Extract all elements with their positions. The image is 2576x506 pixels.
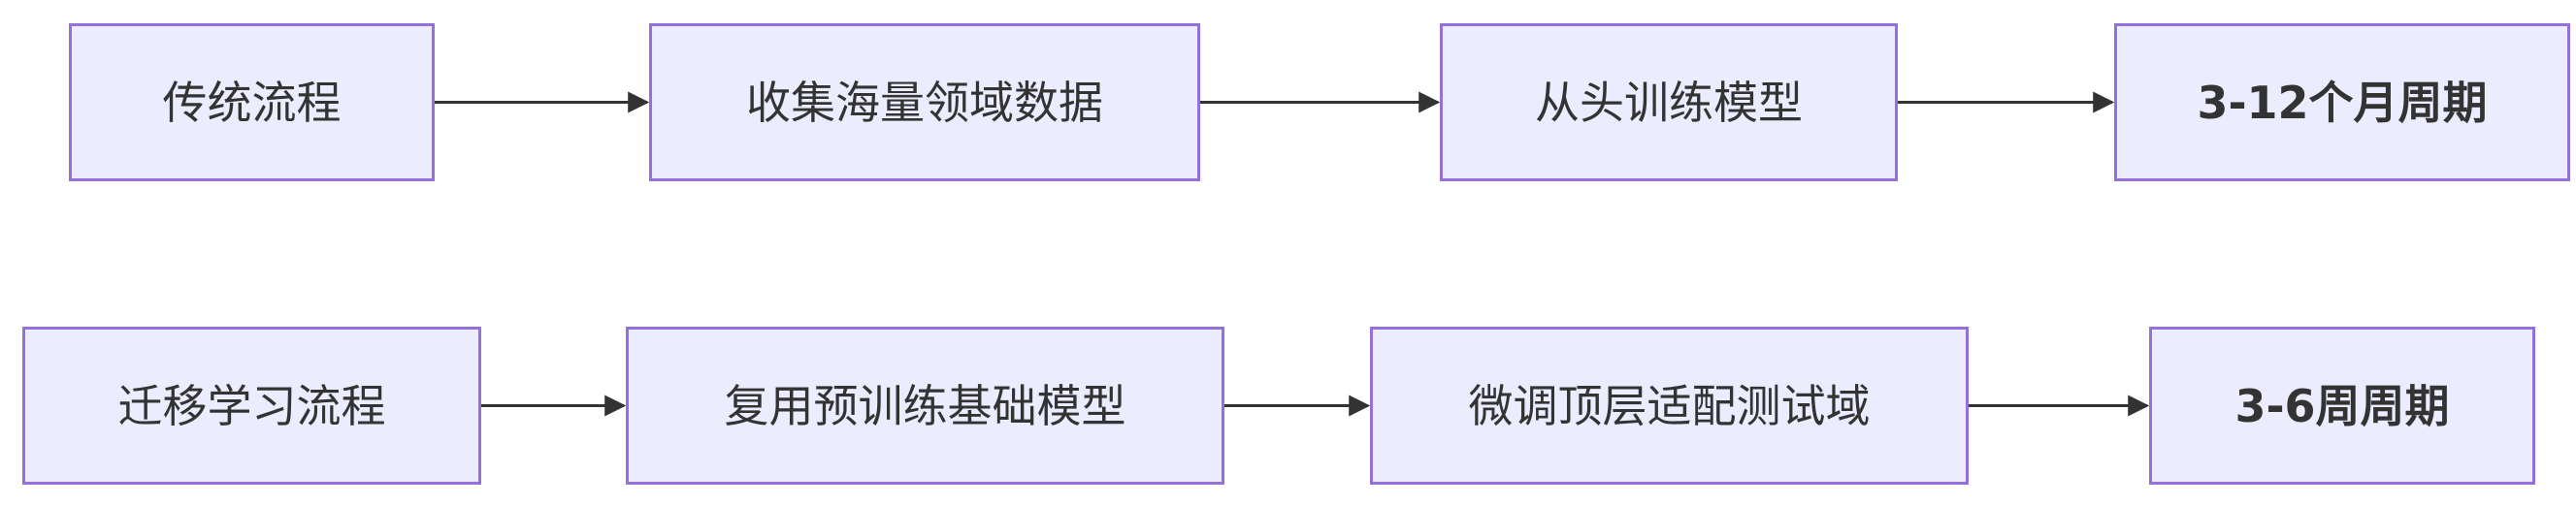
node-label: 3-12个月周期 (2197, 76, 2488, 129)
node-label: 收集海量领域数据 (746, 76, 1103, 129)
node-traditional-process: 传统流程 (69, 23, 435, 181)
node-train-from-scratch: 从头训练模型 (1440, 23, 1898, 181)
node-label: 迁移学习流程 (117, 379, 386, 432)
node-transfer-cycle: 3-6周周期 (2149, 327, 2535, 485)
node-collect-domain-data: 收集海量领域数据 (649, 23, 1200, 181)
node-label: 传统流程 (162, 76, 342, 129)
node-traditional-cycle: 3-12个月周期 (2114, 23, 2570, 181)
node-label: 复用预训练基础模型 (724, 379, 1126, 432)
node-label: 从头训练模型 (1535, 76, 1803, 129)
node-transfer-process: 迁移学习流程 (22, 327, 481, 485)
node-label: 微调顶层适配测试域 (1468, 379, 1871, 432)
node-finetune-top-layers: 微调顶层适配测试域 (1370, 327, 1969, 485)
node-reuse-pretrained-model: 复用预训练基础模型 (626, 327, 1224, 485)
node-label: 3-6周周期 (2234, 379, 2450, 432)
